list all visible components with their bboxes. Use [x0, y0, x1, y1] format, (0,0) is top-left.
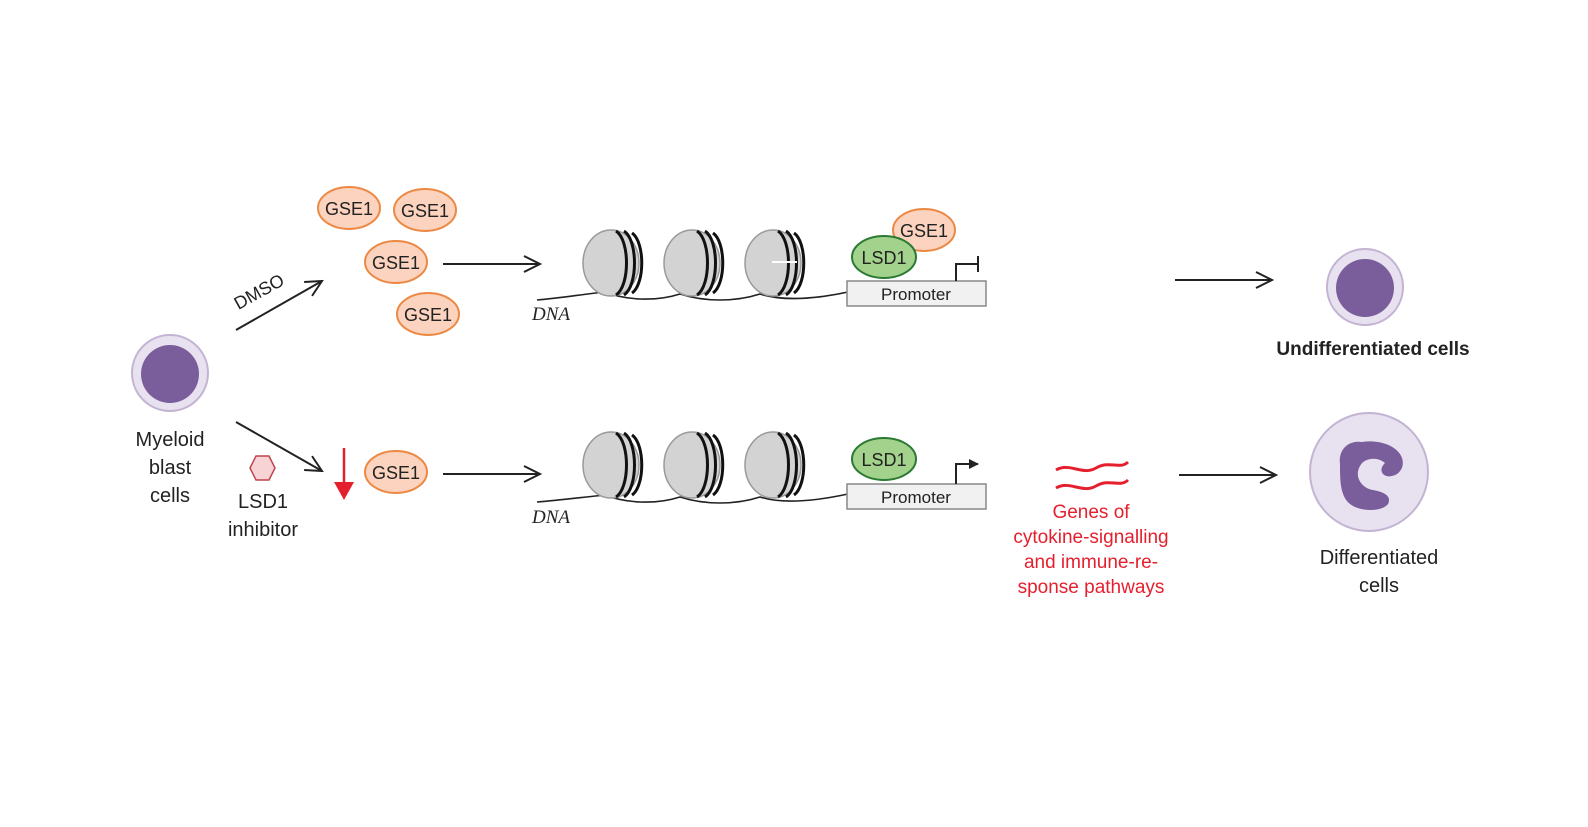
bottom-chromatin: Promoter LSD1 [536, 431, 987, 510]
nucleosome-icon [663, 431, 725, 499]
gse1-protein: GSE1 [317, 186, 381, 230]
decrease-arrow-icon [334, 448, 354, 500]
genes-label-line3: and immune-re- [1024, 552, 1158, 573]
svg-text:LSD1: LSD1 [861, 248, 906, 268]
lsd1-protein: LSD1 [851, 235, 917, 279]
gse1-bound-protein: GSE1 [892, 208, 956, 252]
myeloid-blast-cell [131, 334, 209, 412]
dmso-branch-arrow [235, 281, 322, 331]
dmso-label: DMSO [231, 270, 288, 314]
dna-label-bottom: DNA [531, 507, 570, 528]
genes-label-line1: Genes of [1052, 502, 1130, 523]
gse1-protein-reduced: GSE1 [364, 450, 428, 494]
inhibitor-branch-arrow [235, 421, 322, 471]
myeloid-label-line1: Myeloid [136, 429, 205, 451]
top-chromatin: Promoter GSE1 LSD1 [536, 208, 987, 307]
inhibitor-label-line2: inhibitor [228, 519, 298, 541]
dna-strand [536, 291, 849, 301]
myeloid-label-line2: blast [149, 457, 192, 479]
repressed-tss-icon [955, 256, 979, 281]
svg-text:GSE1: GSE1 [372, 253, 420, 273]
genes-label-line2: cytokine-signalling [1013, 527, 1168, 548]
svg-text:GSE1: GSE1 [401, 201, 449, 221]
promoter-box: Promoter [846, 280, 987, 307]
nucleosome-icon [582, 431, 644, 499]
nucleosome-icon [582, 229, 644, 297]
nucleosome-icon [663, 229, 725, 297]
genes-label-line4: sponse pathways [1018, 577, 1165, 598]
lsd1-inhibitor-hexagon-icon [249, 455, 276, 481]
gse1-protein: GSE1 [364, 240, 428, 284]
gse1-protein: GSE1 [396, 292, 460, 336]
differentiated-label-line1: Differentiated [1320, 547, 1439, 569]
promoter-box: Promoter [846, 483, 987, 510]
svg-text:Promoter: Promoter [881, 488, 951, 507]
dna-strand [536, 493, 849, 504]
svg-text:GSE1: GSE1 [325, 199, 373, 219]
undifferentiated-cell [1326, 248, 1404, 326]
mrna-transcripts-icon [1055, 460, 1130, 491]
differentiated-label-line2: cells [1359, 575, 1399, 597]
nucleosome-icon [744, 431, 806, 499]
svg-text:GSE1: GSE1 [404, 305, 452, 325]
inhibitor-label-line1: LSD1 [238, 491, 288, 513]
dna-label-top: DNA [531, 304, 570, 325]
svg-text:GSE1: GSE1 [900, 221, 948, 241]
lsd1-protein: LSD1 [851, 437, 917, 481]
gse1-protein: GSE1 [393, 188, 457, 232]
svg-text:LSD1: LSD1 [861, 450, 906, 470]
myeloid-label-line3: cells [150, 485, 190, 507]
svg-text:Promoter: Promoter [881, 285, 951, 304]
lobed-nucleus-icon [1339, 441, 1403, 510]
active-tss-icon [955, 459, 979, 484]
svg-text:GSE1: GSE1 [372, 463, 420, 483]
nucleosome-icon [744, 229, 806, 297]
differentiated-cell [1309, 412, 1429, 532]
undifferentiated-label: Undifferentiated cells [1276, 339, 1469, 360]
